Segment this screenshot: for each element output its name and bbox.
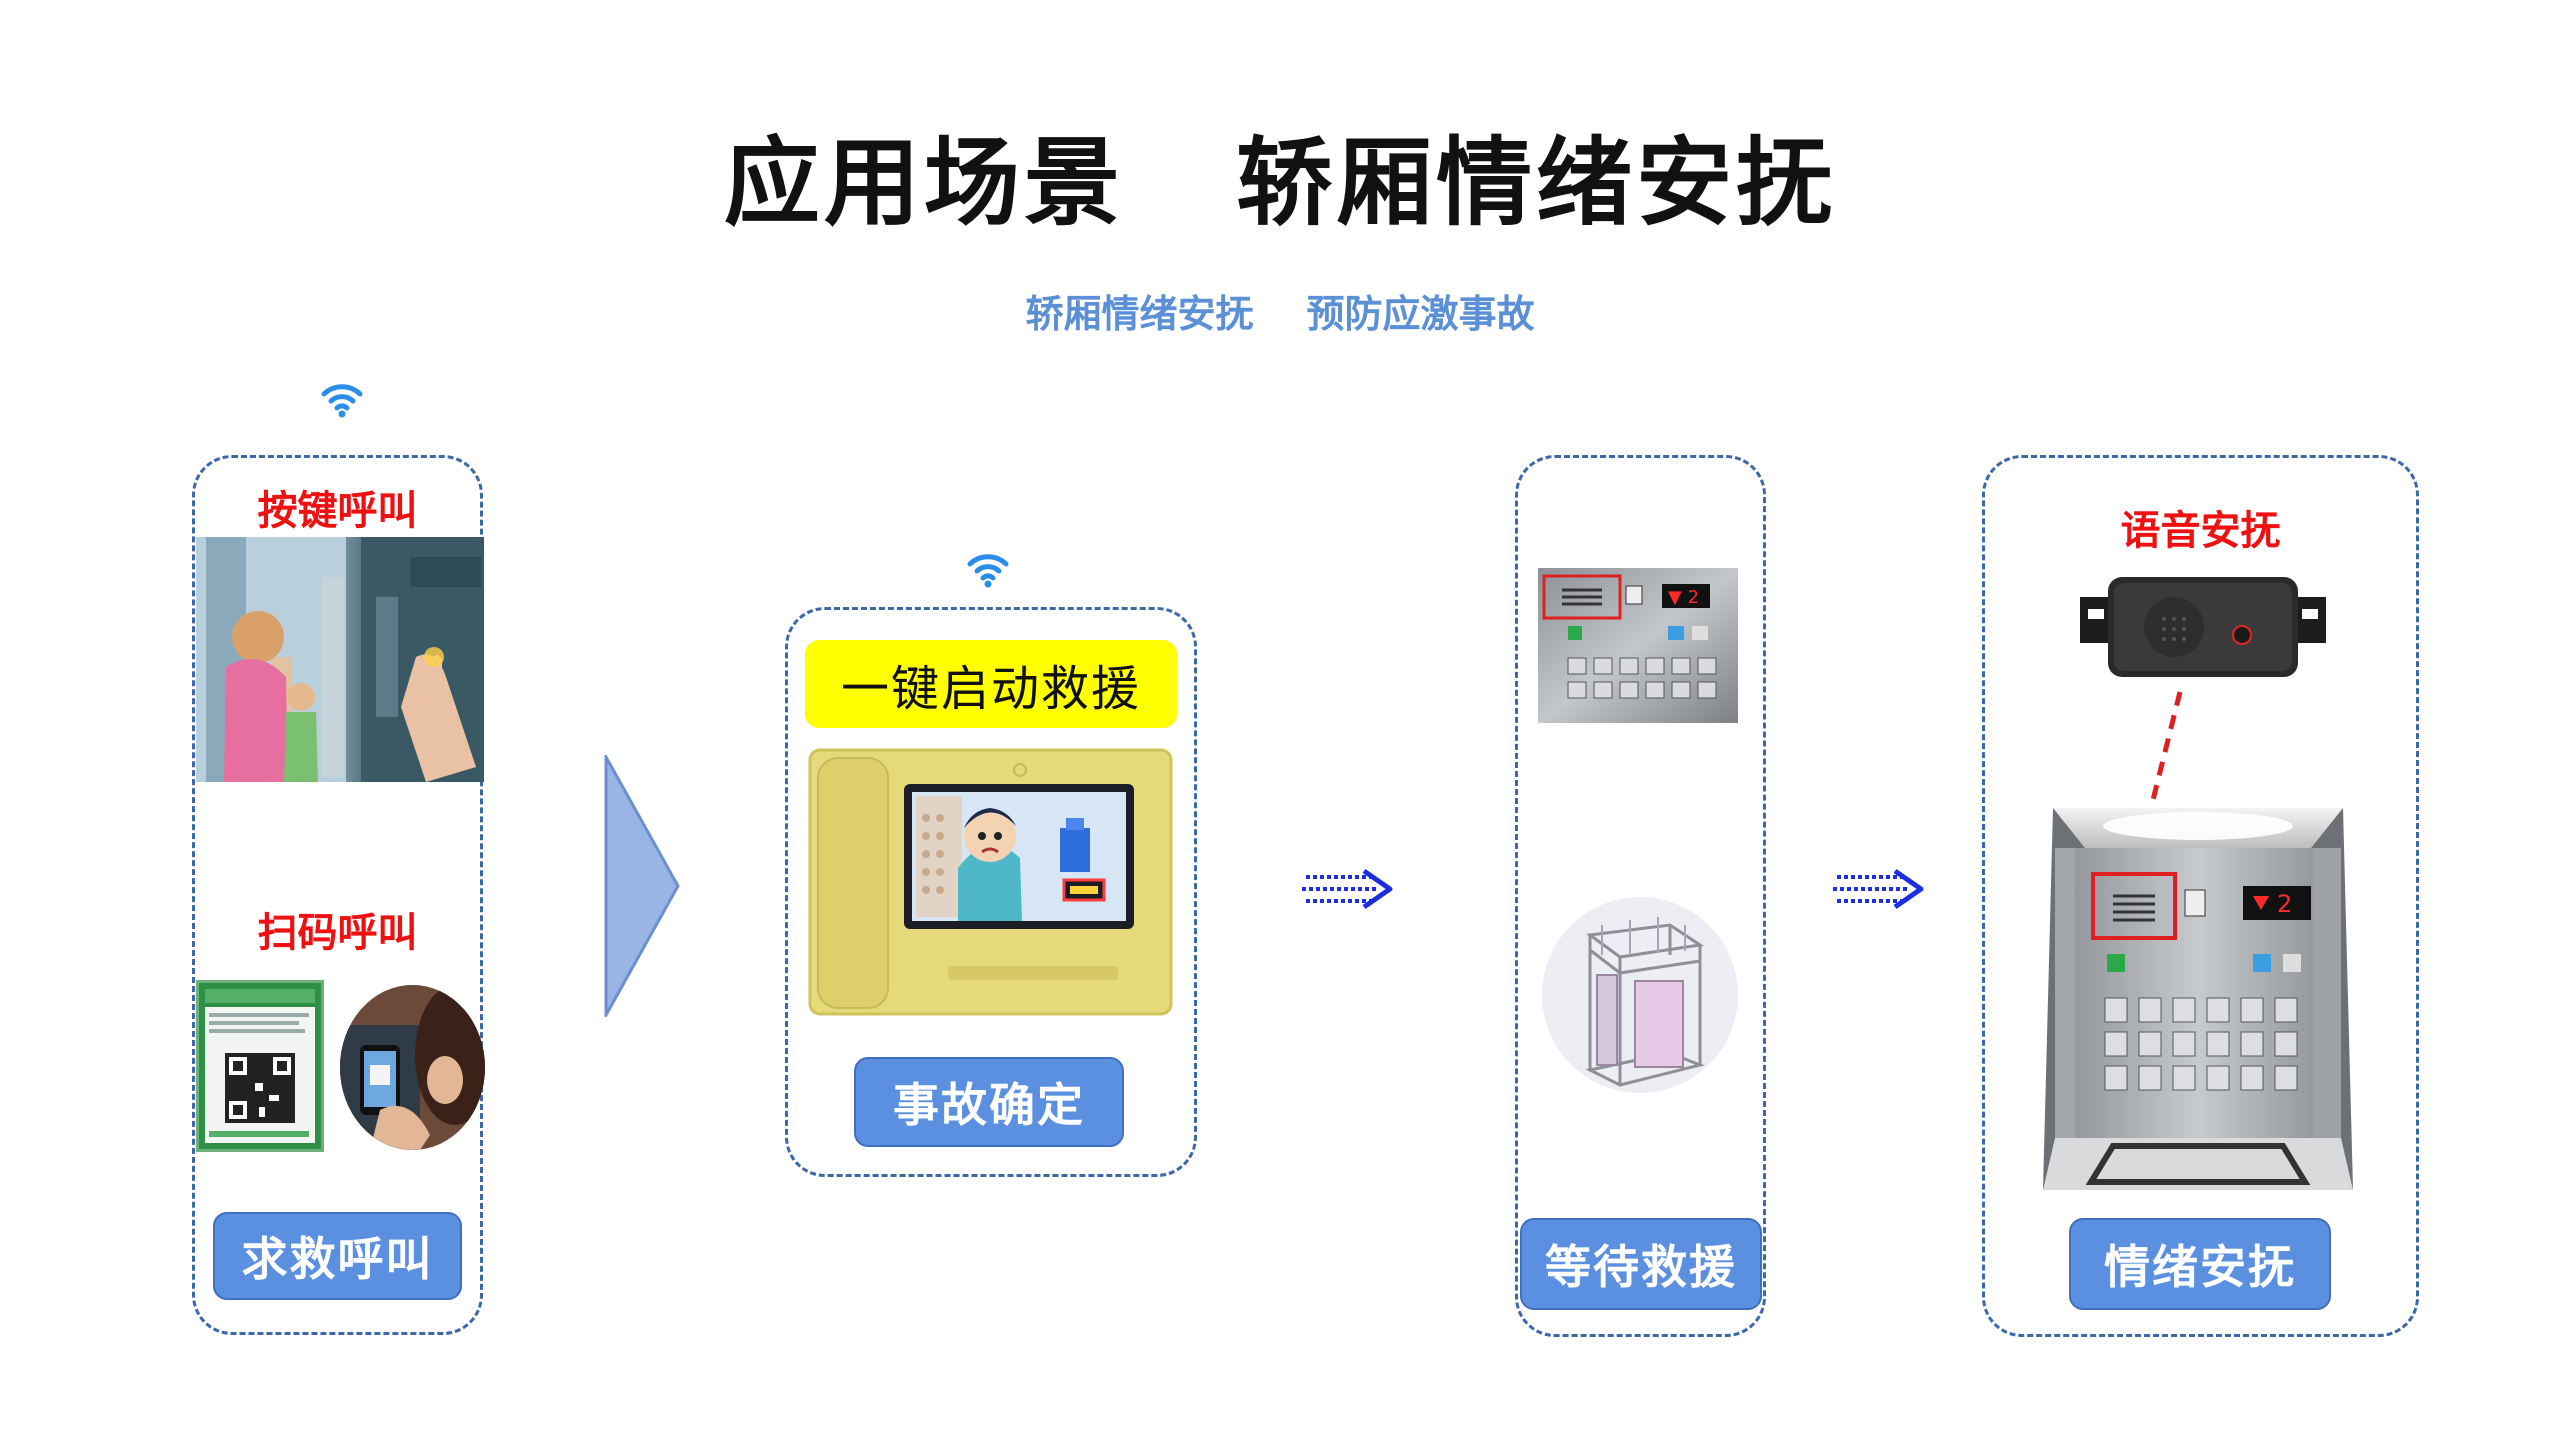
elevator-cabin-image: 2 — [2043, 778, 2353, 1190]
call-for-help-button[interactable]: 求救呼叫 — [213, 1212, 462, 1300]
elevator-control-panel-image: ▼ 2 — [1538, 568, 1738, 723]
scan-phone-photo — [340, 985, 485, 1150]
one-key-rescue-banner: 一键启动救援 — [805, 640, 1177, 728]
wifi-icon — [321, 384, 363, 418]
page-title: 应用场景 轿厢情绪安抚 — [723, 126, 1837, 239]
dashed-arrow-icon — [1833, 868, 1924, 910]
dashed-arrow-icon — [1302, 868, 1393, 910]
svg-text:▼ 2: ▼ 2 — [1668, 587, 1699, 608]
intercom-terminal-image — [808, 748, 1173, 1016]
accident-confirm-button[interactable]: 事故确定 — [854, 1057, 1124, 1147]
label-voice-comfort: 语音安抚 — [2120, 508, 2281, 554]
panel-wait-rescue — [1515, 455, 1766, 1337]
panel-one-key-rescue — [785, 607, 1197, 1177]
panel-call-for-help — [192, 455, 483, 1335]
page-subtitle: 轿厢情绪安抚 预防应激事故 — [1025, 291, 1535, 336]
emotional-comfort-button[interactable]: 情绪安抚 — [2069, 1218, 2331, 1310]
wait-rescue-button[interactable]: 等待救援 — [1520, 1218, 1762, 1310]
elevator-car-model-image — [1540, 895, 1740, 1095]
qr-sign-photo — [196, 980, 324, 1152]
voice-speaker-device-image — [2080, 575, 2326, 680]
label-button-call: 按键呼叫 — [257, 488, 418, 534]
label-scan-call: 扫码呼叫 — [257, 910, 418, 956]
panel-emotional-comfort — [1982, 455, 2419, 1337]
wifi-icon — [967, 554, 1009, 588]
floor-display: 2 — [2277, 890, 2292, 918]
next-arrow-icon — [604, 755, 680, 1017]
button-call-photo — [196, 537, 484, 782]
